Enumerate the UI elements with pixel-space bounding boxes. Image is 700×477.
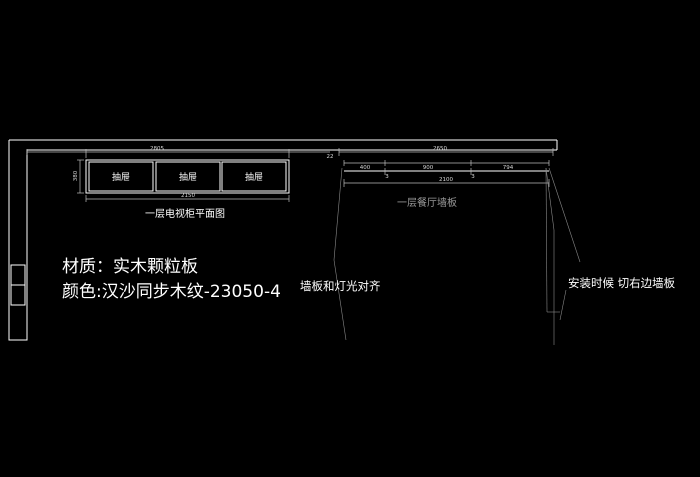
drawer-box-3 <box>221 161 287 192</box>
dim-segment-3: 794 <box>503 165 514 171</box>
color-note: 颜色:汉沙同步木纹-23050-4 <box>62 282 281 302</box>
material-note: 材质：实木颗粒板 <box>62 257 198 277</box>
dim-segment-1: 400 <box>360 165 371 171</box>
drawer-box-1 <box>88 161 154 192</box>
dining-wall-panel: 22 2650 400 900 794 3 3 2100 一层餐厅墙板 <box>327 146 581 345</box>
dim-gap: 22 <box>327 154 334 160</box>
dim-wall-sub: 2100 <box>439 177 453 183</box>
notes: 材质：实木颗粒板 颜色:汉沙同步木纹-23050-4 墙板和灯光对齐 安装时候 … <box>62 257 676 302</box>
dim-overall-length: 2805 <box>150 146 164 152</box>
cabinet-caption: 一层电视柜平面图 <box>145 207 225 220</box>
cabinet-outline <box>85 159 290 194</box>
drawer-label-3: 抽屉 <box>245 171 263 183</box>
dim-joint-1: 3 <box>385 174 389 180</box>
align-note: 墙板和灯光对齐 <box>300 279 381 293</box>
dim-cabinet-length: 2150 <box>181 193 195 199</box>
dim-depth: 380 <box>73 170 79 181</box>
dim-wall-overall: 2650 <box>433 146 447 152</box>
drawer-box-2 <box>155 161 221 192</box>
drawer-label-1: 抽屉 <box>112 171 130 183</box>
dim-joint-2: 3 <box>471 174 475 180</box>
dim-segment-2: 900 <box>423 165 434 171</box>
drawer-label-2: 抽屉 <box>179 171 197 183</box>
wall-outline <box>8 139 558 341</box>
wall-panel-caption: 一层餐厅墙板 <box>397 196 457 209</box>
tv-cabinet-plan: 抽屉 抽屉 抽屉 2805 380 2150 一层电视柜平面图 <box>26 146 330 220</box>
install-note: 安装时候 切右边墙板 <box>568 276 676 290</box>
